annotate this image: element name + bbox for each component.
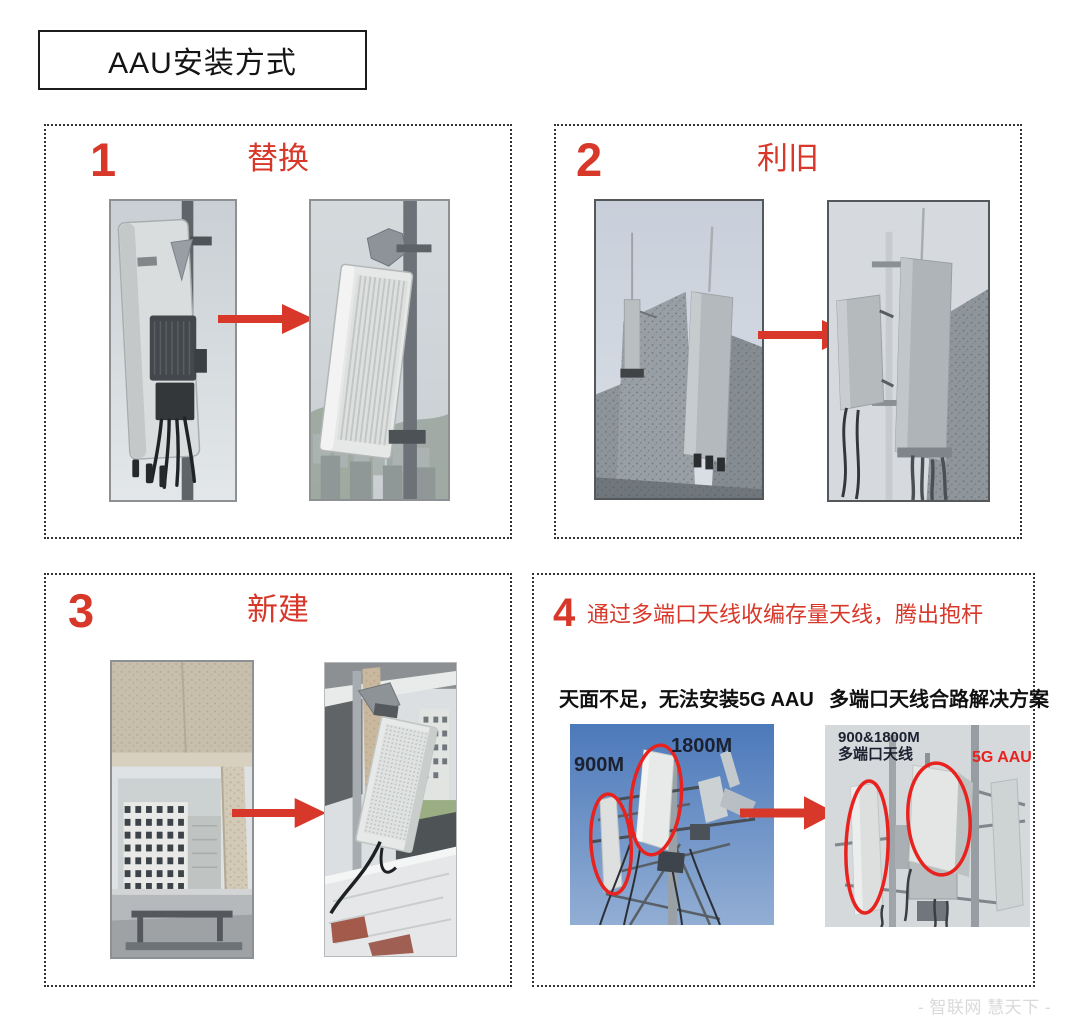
rru-unit: [149, 315, 197, 381]
panel-3-title: 新建: [247, 592, 309, 627]
photo-aau-installed-on-parapet: [324, 662, 457, 957]
label-5g-aau: 5G AAU: [972, 749, 1032, 766]
panel-2-number: 2: [576, 133, 603, 186]
city-building: [123, 802, 188, 893]
label-1800m: 1800M: [671, 735, 733, 757]
label-900m: 900M: [574, 754, 625, 776]
new-aau-illustration: [311, 201, 448, 499]
rooftop-after-illustration: [829, 202, 988, 500]
panel-2-reuse: 2 利旧: [554, 124, 1022, 539]
tower-mast: [668, 762, 677, 925]
arrow-right-icon: [740, 796, 836, 830]
panel-3-new-build: 3 新建: [44, 573, 512, 987]
panel-4-title: 通过多端口天线收编存量天线，腾出抱杆: [587, 602, 984, 627]
panel-3-number: 3: [68, 584, 95, 637]
installed-aau-illustration: [325, 663, 456, 956]
tower-after-illustration: [825, 725, 1030, 927]
label-multiport-antenna: 900&1800M 多端口天线: [838, 729, 920, 763]
panel-1-title: 替换: [247, 141, 309, 176]
arrow-right-icon: [232, 798, 326, 828]
watermark: - 智联网 慧天下 -: [918, 998, 1051, 1017]
panel-4-number: 4: [553, 591, 576, 635]
photo-empty-rooftop-corner: [110, 660, 254, 959]
aau-panel: [318, 263, 414, 460]
label-multiport-line1: 900&1800M: [838, 729, 920, 746]
small-antenna: [623, 299, 641, 372]
photo-rooftop-after-added-aau: [827, 200, 990, 502]
photo-tower-multiport-solution: [825, 725, 1030, 927]
photo-new-aau-on-pole: [309, 199, 450, 501]
tower-before-illustration: [570, 724, 774, 925]
panel-1-number: 1: [90, 133, 117, 186]
antenna-900m: [599, 795, 623, 893]
photo-rooftop-before: [594, 199, 764, 500]
page-title: AAU安装方式: [108, 47, 297, 80]
caption-insufficient-space: 天面不足，无法安装5G AAU: [559, 689, 814, 711]
panel-4-multiport: 4 通过多端口天线收编存量天线，腾出抱杆 天面不足，无法安装5G AAU 多端口…: [532, 573, 1049, 987]
rooftop-before-illustration: [596, 201, 762, 498]
red-ellipse-multiport: [844, 779, 890, 915]
red-ellipse-5g-aau: [906, 761, 972, 877]
red-ellipse-900m: [588, 792, 634, 896]
cable: [329, 841, 382, 915]
panel-2-title: 利旧: [757, 141, 819, 176]
cable-bundle: [910, 455, 948, 500]
tower-cables: [879, 868, 949, 927]
side-antenna: [990, 778, 1024, 912]
photo-old-antenna-with-rru: [109, 199, 237, 502]
label-multiport-line2: 多端口天线: [838, 745, 914, 763]
title-box: AAU安装方式: [38, 30, 367, 90]
photo-tower-no-space: [570, 724, 774, 925]
empty-corner-illustration: [112, 662, 252, 957]
mounting-pole: [352, 670, 362, 902]
red-ellipse-1800m: [628, 743, 684, 857]
arrow-right-icon: [218, 304, 314, 334]
panel-1-replace: 1 替换: [44, 124, 512, 539]
aau-panel: [355, 716, 438, 853]
old-antenna-illustration: [111, 201, 235, 500]
caption-multiport-solution: 多端口天线合路解决方案: [829, 689, 1049, 711]
